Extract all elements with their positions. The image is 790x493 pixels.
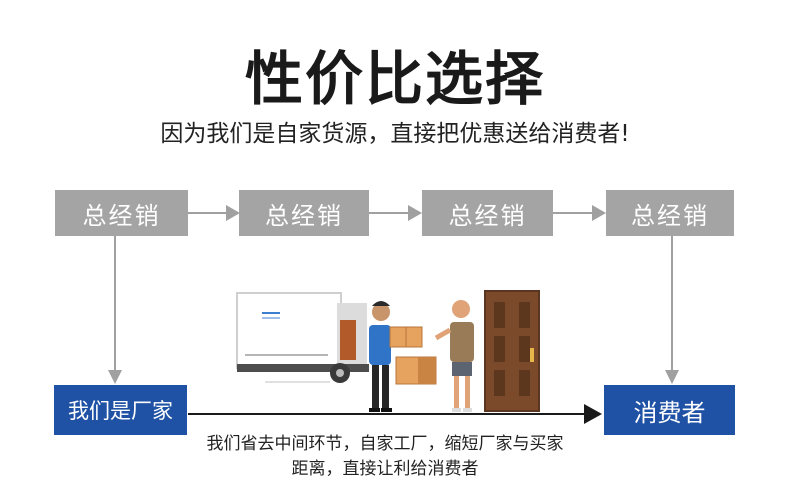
distributor-box-1: 总经销 [55, 190, 188, 236]
flow-arrow-right-down [665, 236, 679, 384]
delivery-man-icon [369, 301, 423, 412]
distributor-box-2: 总经销 [239, 190, 369, 236]
consumer-box: 消费者 [604, 385, 735, 435]
delivery-truck-icon [236, 292, 369, 383]
flow-arrow-1 [188, 205, 240, 221]
direct-arrow [188, 404, 602, 424]
distributor-box-3: 总经销 [422, 190, 553, 236]
flow-arrow-2 [369, 205, 422, 221]
factory-box: 我们是厂家 [54, 385, 187, 435]
package-boxes-icon [395, 356, 437, 385]
caption-line-2: 距离，直接让利给消费者 [291, 459, 479, 479]
distributor-box-4: 总经销 [606, 190, 734, 236]
page-subtitle: 因为我们是自家货源，直接把优惠送给消费者! [160, 121, 630, 147]
flow-arrow-left-down [108, 236, 122, 384]
customer-icon [434, 300, 474, 412]
flow-arrow-3 [553, 205, 606, 221]
caption-line-1: 我们省去中间环节，自家工厂，缩短厂家与买家 [206, 434, 564, 454]
page-title: 性价比选择 [244, 45, 545, 113]
caption: 我们省去中间环节，自家工厂，缩短厂家与买家 距离，直接让利给消费者 [180, 432, 590, 482]
door-icon [484, 290, 540, 412]
